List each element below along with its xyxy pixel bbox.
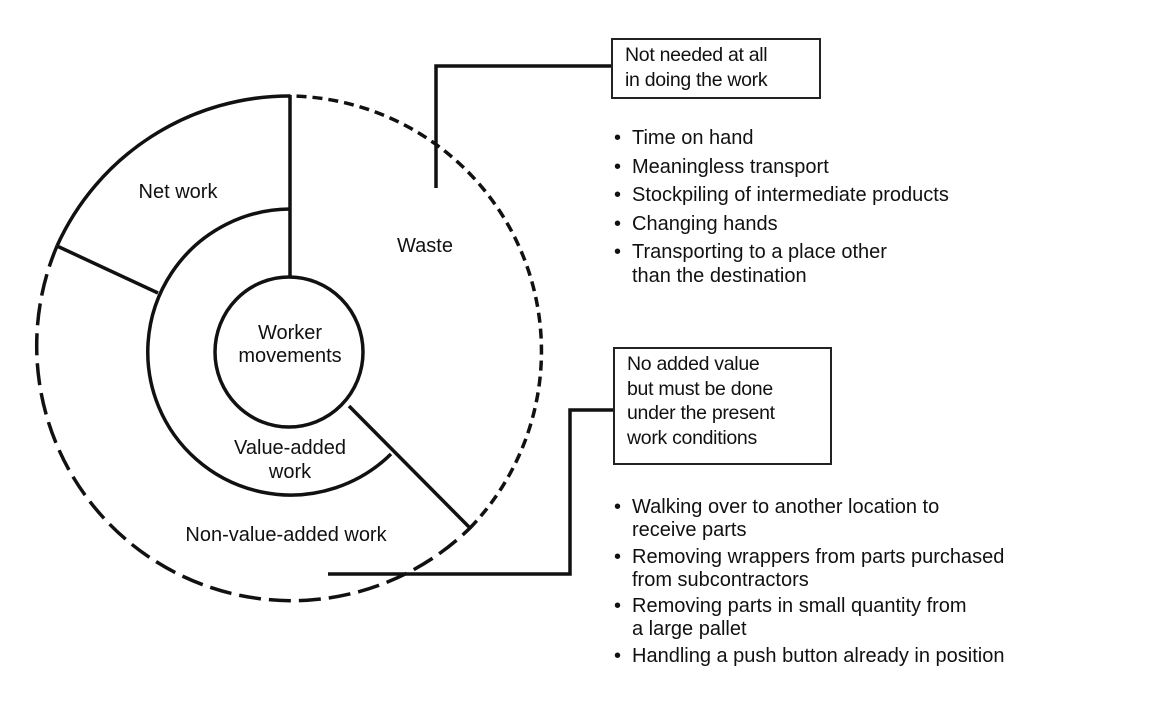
center-label-line2: movements <box>238 345 341 367</box>
list-item-text: Removing wrappers from parts purchased <box>632 545 1005 568</box>
list-item-text: Transporting to a place other <box>632 241 887 263</box>
list-item: • Stockpiling of intermediate products <box>614 181 949 210</box>
value-added-arc <box>146 207 393 497</box>
waste-box-line: in doing the work <box>625 68 768 91</box>
list-item-text: Time on hand <box>632 127 754 149</box>
list-item: • Meaningless transport <box>614 153 949 182</box>
non-value-box-line: No added value <box>627 353 760 375</box>
non-value-box-line: work conditions <box>627 426 757 449</box>
list-item-text: Changing hands <box>632 212 778 235</box>
bullet-icon: • <box>614 184 622 206</box>
non-value-definition-box: No added value but must be done under th… <box>613 347 832 465</box>
list-item-text: Stockpiling of intermediate products <box>632 184 949 206</box>
value-added-label-line2: work <box>268 461 312 483</box>
waste-separator-diagonal <box>347 404 473 531</box>
bullet-icon: • <box>614 545 622 568</box>
waste-definition-box: Not needed at all in doing the work <box>611 38 821 99</box>
non-value-box-line: but must be done <box>627 377 773 400</box>
waste-connector <box>434 64 612 188</box>
list-item-text-continued: a large pallet <box>632 618 747 640</box>
waste-examples-list: • Time on hand • Meaningless transport • St… <box>614 124 949 288</box>
list-item-text-continued: from subcontractors <box>632 568 809 591</box>
bullet-icon: • <box>614 595 622 617</box>
bullet-icon: • <box>614 496 622 518</box>
bullet-icon: • <box>614 241 622 263</box>
waste-box-line: Not needed at all <box>625 44 768 66</box>
bullet-icon: • <box>614 212 622 235</box>
waste-label: Waste <box>397 235 453 257</box>
list-item: • Time on hand <box>614 124 949 153</box>
non-value-added-label: Non-value-added work <box>185 524 387 546</box>
list-item: • Handling a push button already in posit… <box>614 642 1004 670</box>
net-work-separator <box>56 244 159 295</box>
non-value-box-line: under the present <box>627 402 775 424</box>
list-item-text-continued: than the destination <box>632 264 807 287</box>
center-label-line1: Worker <box>258 322 322 344</box>
outer-ring-non-value-arc <box>34 245 472 603</box>
bullet-icon: • <box>614 644 622 667</box>
bullet-icon: • <box>614 127 622 149</box>
list-item-text: Removing parts in small quantity from <box>632 595 967 617</box>
non-value-connector <box>328 408 614 576</box>
bullet-icon: • <box>614 155 622 178</box>
list-item-text: Meaningless transport <box>632 155 829 178</box>
net-work-label: Net work <box>139 181 219 203</box>
value-added-label-line1: Value-added <box>234 437 346 459</box>
list-item-text: Walking over to another location to <box>632 496 940 518</box>
outer-ring-waste-arc <box>289 94 544 530</box>
list-item-text-continued: receive parts <box>632 519 747 541</box>
outer-ring-net-work-arc <box>55 94 291 247</box>
list-item-text: Handling a push button already in positi… <box>632 644 1005 667</box>
list-item: • Changing hands <box>614 210 949 239</box>
